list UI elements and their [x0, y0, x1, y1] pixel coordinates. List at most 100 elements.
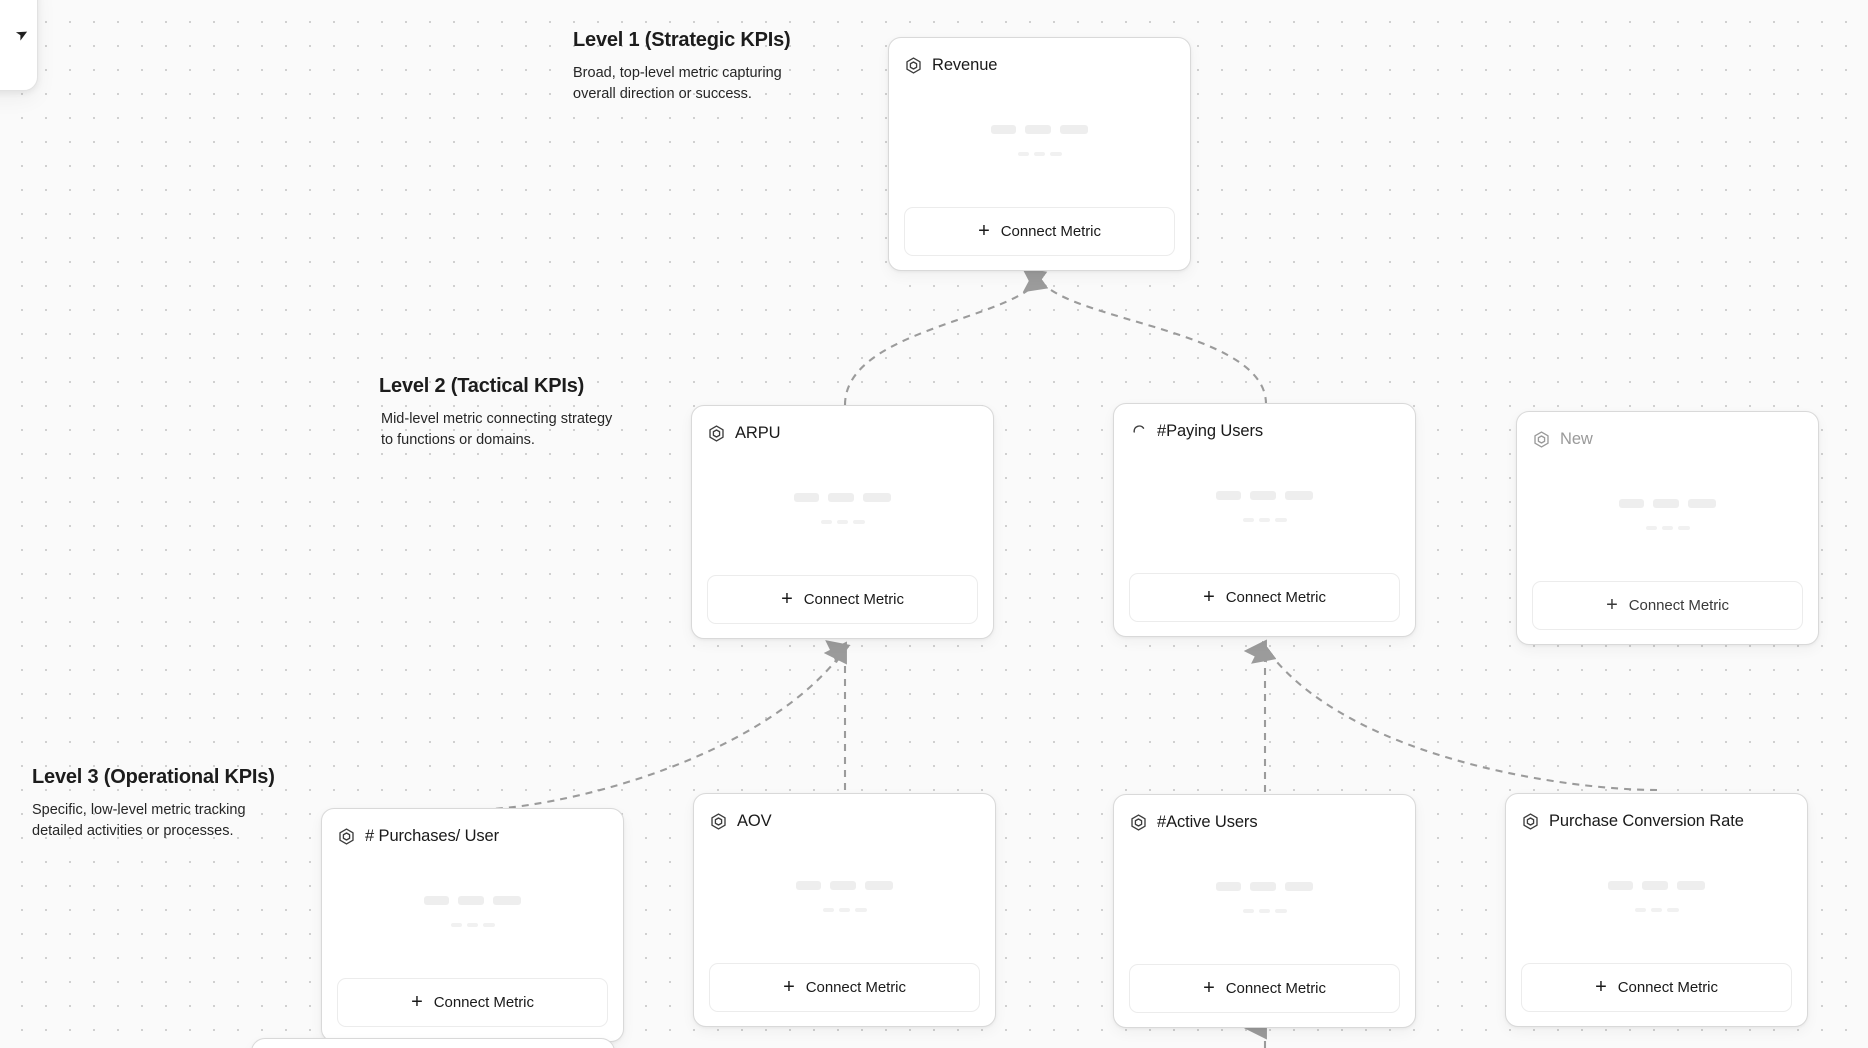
skeleton-row-secondary: [1017, 152, 1062, 156]
edge-purchases-per-user-to-arpu: [469, 640, 851, 812]
skeleton-bar: [1645, 526, 1657, 530]
node-title: New: [1560, 429, 1593, 448]
metric-node-aov[interactable]: AOV + Connect Metric: [693, 793, 996, 1027]
floating-toolbar-panel[interactable]: ➤: [0, 0, 38, 91]
metric-node-revenue[interactable]: Revenue + Connect Metric: [888, 37, 1191, 271]
skeleton-bar: [1653, 499, 1679, 508]
skeleton-bar: [1258, 518, 1270, 522]
edge-paying-users-to-revenue: [1022, 269, 1268, 405]
edge-purchase-conversion-rate-to-paying-users: [1251, 640, 1658, 792]
skeleton-bar: [466, 923, 478, 927]
metric-node-purchase-conversion-rate[interactable]: Purchase Conversion Rate + Connect Metri…: [1505, 793, 1808, 1027]
skeleton-bar: [1242, 518, 1254, 522]
plus-icon: +: [783, 975, 795, 998]
connect-metric-label: Connect Metric: [1225, 589, 1326, 606]
skeleton-bar: [1274, 909, 1287, 913]
connect-metric-label: Connect Metric: [433, 994, 534, 1011]
hexagon-metric-icon: [1521, 812, 1540, 831]
skeleton-bar: [836, 520, 848, 524]
node-title: # Purchases/ User: [365, 826, 500, 845]
metric-node-purchases-per-user[interactable]: # Purchases/ User + Connect Metric: [321, 808, 624, 1042]
connect-metric-button[interactable]: + Connect Metric: [707, 575, 978, 624]
connect-metric-button[interactable]: + Connect Metric: [709, 963, 980, 1012]
skeleton-bar: [820, 520, 832, 524]
node-header: Revenue: [904, 52, 1175, 78]
node-skeleton-body: [337, 849, 608, 978]
connect-metric-button[interactable]: + Connect Metric: [1129, 964, 1400, 1013]
node-skeleton-body: [707, 446, 978, 575]
skeleton-bar: [458, 896, 484, 905]
plus-icon: +: [1595, 975, 1607, 998]
level-2-description: Mid-level metric connecting strategy to …: [381, 411, 613, 449]
connect-metric-button[interactable]: + Connect Metric: [1521, 963, 1792, 1012]
skeleton-bar: [1619, 499, 1644, 508]
node-header: # Purchases/ User: [337, 823, 608, 849]
level-1-description: Broad, top-level metric capturing overal…: [573, 65, 782, 103]
connect-metric-button[interactable]: + Connect Metric: [1532, 581, 1803, 630]
skeleton-row-primary: [424, 896, 521, 905]
skeleton-bar: [865, 881, 893, 890]
skeleton-bar: [796, 881, 821, 890]
skeleton-bar: [1033, 152, 1045, 156]
skeleton-bar: [450, 923, 462, 927]
node-skeleton-body: [1129, 835, 1400, 964]
skeleton-bar: [1025, 125, 1051, 134]
skeleton-bar: [1060, 125, 1088, 134]
hexagon-metric-icon: [1532, 430, 1551, 449]
skeleton-bar: [1258, 909, 1270, 913]
skeleton-bar: [424, 896, 449, 905]
skeleton-bar: [822, 908, 834, 912]
skeleton-bar: [830, 881, 856, 890]
metric-node-new[interactable]: New + Connect Metric: [1516, 411, 1819, 645]
node-title: Purchase Conversion Rate: [1549, 811, 1744, 830]
skeleton-row-primary: [1608, 881, 1705, 890]
plus-icon: +: [1203, 976, 1215, 999]
skeleton-row-primary: [796, 881, 893, 890]
node-title: AOV: [737, 811, 772, 830]
connect-metric-button[interactable]: + Connect Metric: [1129, 573, 1400, 622]
skeleton-row-secondary: [822, 908, 867, 912]
metric-node-paying-users[interactable]: #Paying Users + Connect Metric: [1113, 403, 1416, 637]
level-caption-2: Level 2 (Tactical KPIs) Mid-level metric…: [379, 374, 624, 451]
skeleton-bar: [838, 908, 850, 912]
skeleton-bar: [1661, 526, 1673, 530]
connect-metric-label: Connect Metric: [1000, 223, 1101, 240]
metric-node-active-users[interactable]: #Active Users + Connect Metric: [1113, 794, 1416, 1028]
hexagon-metric-icon: [904, 56, 923, 75]
connect-metric-button[interactable]: + Connect Metric: [337, 978, 608, 1027]
skeleton-bar: [852, 520, 865, 524]
skeleton-bar: [1250, 882, 1276, 891]
cursor-pointer-icon: ➤: [13, 24, 33, 45]
skeleton-bar: [863, 493, 891, 502]
loading-spinner-icon: [1129, 422, 1148, 441]
level-caption-1: Level 1 (Strategic KPIs) Broad, top-leve…: [573, 28, 828, 105]
connect-metric-label: Connect Metric: [1628, 597, 1729, 614]
skeleton-bar: [1017, 152, 1029, 156]
node-header: #Paying Users: [1129, 418, 1400, 444]
skeleton-bar: [493, 896, 521, 905]
edge-arpu-to-revenue: [843, 267, 1048, 406]
connect-metric-button[interactable]: + Connect Metric: [904, 207, 1175, 256]
plus-icon: +: [411, 990, 423, 1013]
skeleton-bar: [854, 908, 867, 912]
skeleton-bar: [1677, 881, 1705, 890]
skeleton-bar: [1642, 881, 1668, 890]
skeleton-row-primary: [991, 125, 1088, 134]
skeleton-bar: [1250, 491, 1276, 500]
hexagon-metric-icon: [707, 424, 726, 443]
node-skeleton-body: [1521, 834, 1792, 963]
metric-node-offscreen-below-purchases[interactable]: [251, 1038, 615, 1048]
level-caption-3: Level 3 (Operational KPIs) Specific, low…: [32, 765, 297, 842]
skeleton-bar: [1608, 881, 1633, 890]
metric-node-arpu[interactable]: ARPU + Connect Metric: [691, 405, 994, 639]
connect-metric-label: Connect Metric: [1617, 979, 1718, 996]
skeleton-bar: [1666, 908, 1679, 912]
skeleton-bar: [1274, 518, 1287, 522]
node-header: Purchase Conversion Rate: [1521, 808, 1792, 834]
hexagon-metric-icon: [709, 812, 728, 831]
skeleton-bar: [1049, 152, 1062, 156]
plus-icon: +: [978, 219, 990, 242]
node-title: #Active Users: [1157, 812, 1258, 831]
connect-metric-label: Connect Metric: [803, 591, 904, 608]
